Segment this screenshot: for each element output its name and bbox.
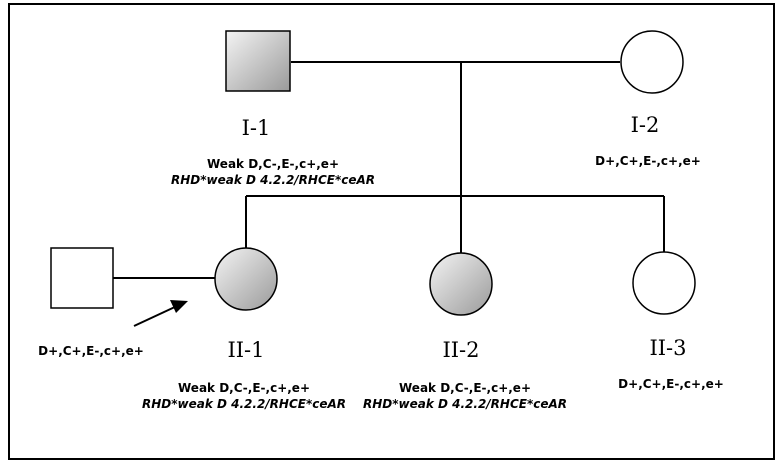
phenotype-ii-2: Weak D,C-,E-,c+,e+	[399, 381, 531, 395]
symbol-spouse-unaffected-male	[50, 247, 114, 309]
proband-arrow-shaft	[133, 305, 178, 327]
symbol-i-1-affected-male	[225, 30, 291, 92]
symbol-ii-2-affected-female	[429, 252, 493, 316]
phenotype-i-1: Weak D,C-,E-,c+,e+	[207, 157, 339, 171]
symbol-ii-1-affected-female	[214, 247, 278, 311]
label-i-1: I-1	[242, 116, 271, 140]
label-ii-1: II-1	[227, 338, 264, 362]
phenotype-i-2: D+,C+,E-,c+,e+	[595, 154, 701, 168]
label-ii-3: II-3	[649, 336, 686, 360]
genotype-i-1: RHD*weak D 4.2.2/RHCE*ceAR	[171, 173, 375, 187]
phenotype-ii-3: D+,C+,E-,c+,e+	[618, 377, 724, 391]
diagram-frame	[8, 3, 775, 460]
genotype-ii-2: RHD*weak D 4.2.2/RHCE*ceAR	[363, 397, 567, 411]
label-ii-2: II-2	[442, 338, 479, 362]
genotype-ii-1: RHD*weak D 4.2.2/RHCE*ceAR	[142, 397, 346, 411]
symbol-ii-3-unaffected-female	[632, 251, 696, 315]
label-i-2: I-2	[631, 113, 660, 137]
phenotype-spouse: D+,C+,E-,c+,e+	[38, 344, 144, 358]
symbol-i-2-unaffected-female	[620, 30, 684, 94]
phenotype-ii-1: Weak D,C-,E-,c+,e+	[178, 381, 310, 395]
proband-arrow-icon	[170, 300, 188, 313]
